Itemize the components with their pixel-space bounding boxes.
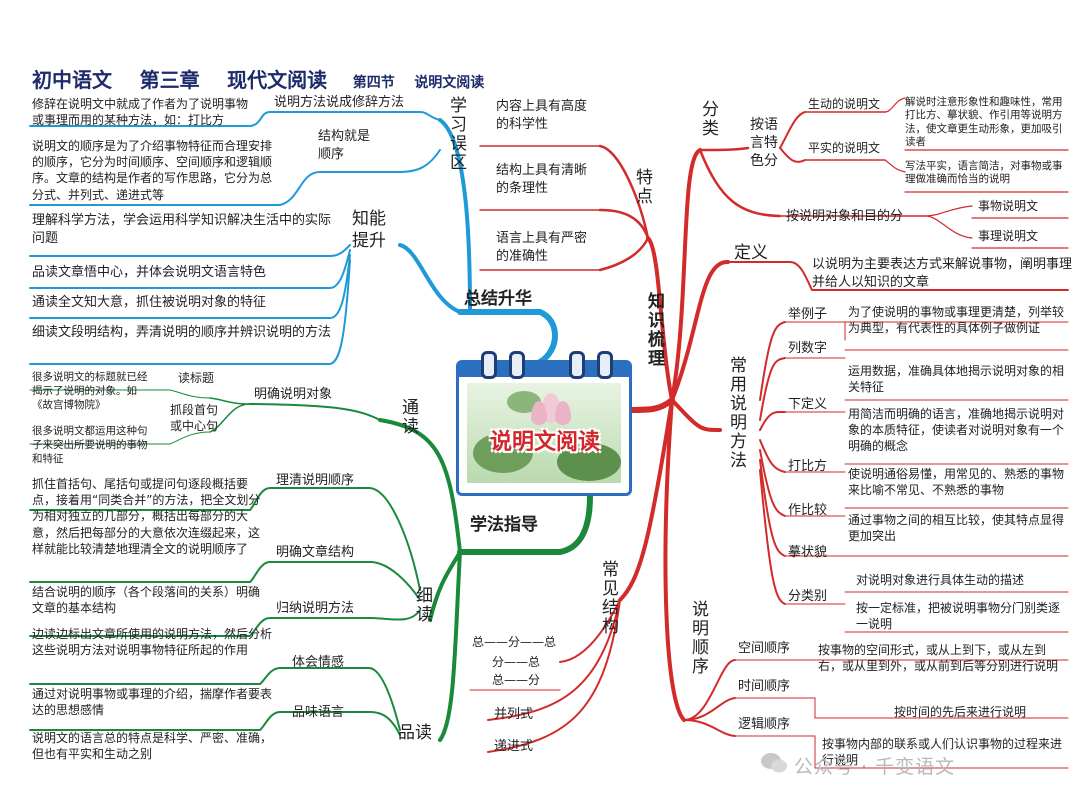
order-name-3: 逻辑顺序 [738,717,791,732]
title-section-name: 说明文阅读 [414,75,485,91]
structure-item-1: 总——分——总 [472,635,557,649]
title-chapter: 第三章 [139,68,200,92]
desc-dingyi: 以说明为主要表达方式来解说事物，阐明事理并给人以知识的文章 [812,257,1073,290]
pindu-name-1: 体会情感 [292,655,345,670]
branch-summary: 总结升华 [464,289,532,309]
desc-read-title: 很多说明文的标题就已经揭示了说明的对象。如《故宫博物院》 [32,371,148,412]
structure-item-4: 并列式 [494,707,534,722]
watermark-text: 公众号 · 千变语文 [794,756,956,778]
branch-order: 说明顺序 [687,600,708,676]
xidu-desc-2: 结合说明的顺序（各个段落间的关系）明确文章的基本结构 [32,585,261,616]
structure-item-5: 递进式 [494,739,534,754]
calendar-ring-icon [481,351,497,379]
method-name-5: 作比较 [788,503,828,518]
xidu-desc-1: 抓住首括句、尾括句或提问句逐段概括要点，接着用“同类合并”的方法，把全文划分为相… [32,477,261,556]
calendar-ring-icon [597,351,613,379]
method-name-6: 摹状貌 [788,545,828,560]
method-name-7: 分类别 [788,589,828,604]
ability-item-3: 通读全文知大意，抓住被说明对象的特征 [32,295,267,310]
mistake-name-1: 说明方法说成修辞方法 [274,95,405,110]
xidu-name-3: 归纳说明方法 [276,601,355,616]
method-name-1: 举例子 [788,307,828,322]
xidu-name-2: 明确文章结构 [276,545,355,560]
branch-structure: 常见结构 [597,560,618,636]
lotus-illustration [467,383,621,483]
method-name-4: 打比方 [788,459,828,474]
desc-vivid: 解说时注意形象性和趣味性，常用打比方、摹状貌、作引用等说明方法，使文章更生动形象… [905,96,1063,149]
order-desc-1: 按事物的空间形式，或从上到下，或从左到右，或从里到外，或从前到后等分别进行说明 [818,643,1059,674]
branch-fenlei: 分类 [697,100,718,138]
branch-xidu: 细读 [411,586,432,624]
node-thing: 事物说明文 [978,199,1039,213]
branch-ability: 知能提升 [352,209,386,252]
branch-tedian: 特点 [631,168,652,206]
method-desc-2: 运用数据，准确具体地揭示说明对象的相关特征 [848,364,1065,395]
order-name-2: 时间顺序 [738,679,791,694]
desc-plain: 写法平实，语言简洁，对事物或事理做准确而恰当的说明 [905,160,1063,186]
branch-knowledge: 知识梳理 [643,292,664,368]
branch-tongdu: 通读 [397,398,418,436]
desc-first-sentence: 很多说明文都运用这种句子来突出所要说明的事物和特征 [32,425,148,466]
pindu-name-2: 品味语言 [292,705,345,720]
center-calendar-card [456,351,632,496]
node-by-object: 按说明对象和目的分 [786,209,904,224]
structure-item-3: 总——分 [492,673,541,687]
tedian-item-1: 内容上具有高度的科学性 [496,99,588,132]
xidu-desc-3: 边读边标出文章所使用的说明方法，然后分析这些说明方法对说明事物特征所起的作用 [32,627,273,658]
method-desc-4: 使说明通俗易懂，用常见的、熟悉的事物来比喻不常见、不熟悉的事物 [848,467,1065,498]
method-desc-1: 为了使说明的事物或事理更清楚，列举较为典型，有代表性的具体例子做例证 [848,305,1065,336]
node-plain: 平实的说明文 [808,141,881,155]
title-chapter-name: 现代文阅读 [227,68,328,92]
title-section: 第四节 [352,75,395,91]
mistake-desc-2: 说明文的顺序是为了介绍事物特征而合理安排的顺序，它分为时间顺序、空间顺序和逻辑顺… [32,139,273,202]
ability-item-1: 理解科学方法，学会运用科学知识解决生活中的实际问题 [32,213,332,246]
center-topic: 说明文阅读 [489,430,600,455]
pindu-desc-1: 通过对说明事物或事理的介绍，揣摩作者要表达的思想感情 [32,687,273,718]
tedian-item-2: 结构上具有清晰的条理性 [496,163,588,196]
card-header-bar [459,363,629,377]
branch-methods: 常用说明方法 [725,356,746,470]
order-desc-2: 按时间的先后来进行说明 [894,705,1027,719]
ability-item-4: 细读文段明结构，弄清说明的顺序并辨识说明的方法 [32,325,332,340]
node-clear-object: 明确说明对象 [254,387,333,402]
mistake-desc-1: 修辞在说明文中就成了作者为了说明事物或事理而用的某种方法，如：打比方 [32,97,249,128]
calendar-ring-icon [569,351,585,379]
branch-method-guide: 学法指导 [470,515,538,535]
method-name-3: 下定义 [788,397,828,412]
node-by-language: 按语言特色分 [750,117,778,170]
node-reason: 事理说明文 [978,229,1039,243]
node-first-sentence: 抓段首句或中心句 [170,403,219,434]
method-desc-6: 对说明对象进行具体生动的描述 [856,573,1025,587]
ability-item-2: 品读文章悟中心，并体会说明文语言特色 [32,265,267,280]
order-name-1: 空间顺序 [738,641,791,656]
wechat-icon [761,753,787,773]
xidu-name-1: 理清说明顺序 [276,473,355,488]
method-desc-3: 用简洁而明确的语言，准确地揭示说明对象的本质特征，使读者对说明对象有一个明确的概… [848,407,1065,454]
branch-mistakes: 学习误区 [445,96,466,172]
node-read-title: 读标题 [178,371,215,385]
calendar-ring-icon [509,351,525,379]
branch-pindu: 品读 [398,723,432,743]
pindu-desc-2: 说明文的语言总的特点是科学、严密、准确，但也有平实和生动之别 [32,731,273,762]
mistake-name-2: 结构就是顺序 [318,129,371,162]
method-name-2: 列数字 [788,341,828,356]
method-desc-5: 通过事物之间的相互比较，使其特点显得更加突出 [848,513,1065,544]
node-vivid: 生动的说明文 [808,97,881,111]
tedian-item-3: 语言上具有严密的准确性 [496,231,588,264]
method-desc-7: 按一定标准，把被说明事物分门别类逐一说明 [856,601,1061,632]
title-grade: 初中语文 [32,68,112,92]
structure-item-2: 分——总 [492,655,541,669]
branch-dingyi: 定义 [734,243,768,263]
order-desc-3: 按事物内部的联系或人们认识事物的过程来进行说明 [822,737,1063,768]
page-title: 初中语文 第三章 现代文阅读 第四节 说明文阅读 [32,64,484,93]
